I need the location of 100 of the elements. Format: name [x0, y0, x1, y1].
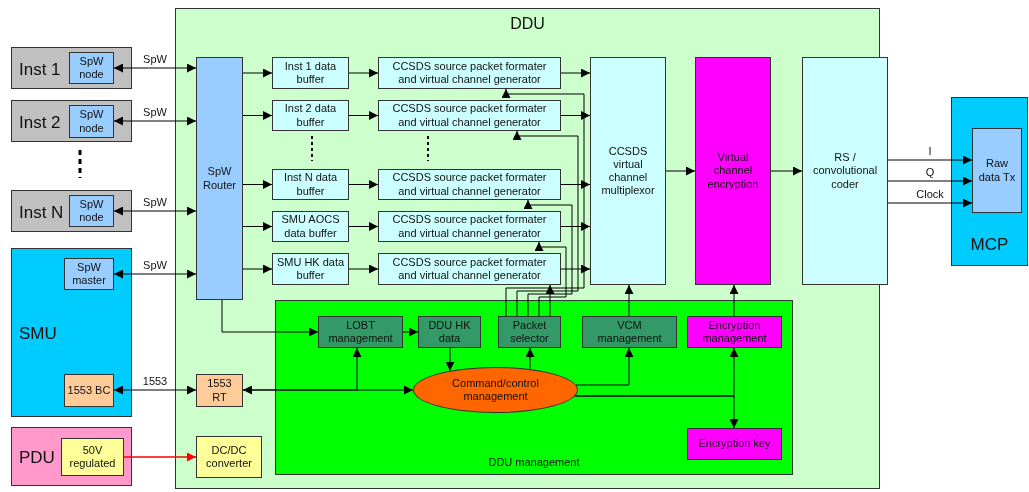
process-box — [582, 316, 677, 348]
box-label: SpW node — [78, 108, 105, 135]
process-box — [196, 374, 243, 407]
box-label: 1553 BC — [67, 383, 111, 398]
arrow — [113, 206, 197, 216]
arrow — [560, 111, 591, 120]
unit-panel — [951, 97, 1028, 266]
box-label: Encryption management — [701, 318, 768, 346]
process-box — [272, 211, 349, 242]
process-box — [69, 195, 114, 227]
arrow — [624, 284, 634, 317]
process-box — [196, 436, 262, 478]
box-label: SMU HK data buffer — [275, 255, 346, 283]
box-label: Packet selector — [509, 318, 550, 346]
process-box — [378, 100, 561, 131]
box-label: LOBT management — [327, 318, 394, 346]
box-label: MCP — [969, 233, 1010, 256]
box-label: 1553 RT — [206, 377, 233, 404]
arrow — [242, 264, 273, 274]
process-box — [196, 57, 243, 300]
arrow — [887, 176, 973, 186]
box-label: Encryption key — [698, 437, 771, 451]
process-box — [972, 128, 1022, 213]
arrow — [348, 68, 379, 78]
edge-label: SpW — [141, 196, 169, 208]
edge-label: SpW — [141, 53, 169, 65]
unit-panel — [11, 190, 132, 232]
arrow — [348, 264, 379, 274]
arrow — [534, 241, 567, 317]
arrow — [113, 116, 197, 126]
edge-label: Q — [923, 166, 937, 178]
arrow — [523, 199, 573, 317]
unit-panel — [11, 47, 132, 89]
process-box — [64, 258, 114, 290]
edge-label: I — [926, 145, 934, 157]
unit-panel — [11, 100, 132, 142]
arrow — [123, 452, 197, 462]
box-label: Inst 2 — [19, 112, 61, 134]
box-label: SpW Router — [202, 165, 237, 192]
process-box — [590, 57, 666, 285]
box-label: Inst 2 data buffer — [283, 102, 338, 129]
process-box — [378, 57, 561, 89]
box-label: SMU AOCS data buffer — [280, 213, 341, 240]
process-box — [272, 57, 349, 89]
edge-label: SpW — [141, 106, 169, 118]
box-label: PDU — [19, 447, 55, 469]
process-box — [498, 316, 561, 348]
process-box — [61, 438, 124, 476]
edge-label: SpW — [141, 259, 169, 271]
process-box — [69, 105, 114, 138]
arrow — [348, 111, 379, 120]
arrow — [665, 166, 696, 176]
edge-label: Clock — [914, 188, 946, 200]
box-label: Inst N data buffer — [282, 171, 339, 198]
process-box — [64, 374, 114, 407]
process-box — [318, 316, 403, 348]
arrow — [887, 198, 973, 208]
arrow — [348, 180, 379, 189]
box-label: CCSDS source packet formater and virtual channel generator — [391, 102, 548, 129]
arrow — [560, 180, 591, 189]
arrow — [545, 284, 555, 317]
arrow — [242, 111, 273, 120]
arrow — [113, 385, 197, 395]
box-label: SMU — [19, 323, 57, 345]
arrow — [770, 166, 803, 176]
group-panel — [275, 300, 793, 475]
arrow — [525, 347, 535, 370]
box-label: DC/DC converter — [205, 443, 253, 471]
box-label: SpW node — [78, 54, 105, 82]
arrow — [560, 68, 591, 78]
process-box — [378, 211, 561, 242]
arrow — [560, 264, 591, 274]
box-label: CCSDS source packet formater and virtual channel generator — [391, 171, 548, 198]
arrow — [445, 347, 455, 372]
arrow — [512, 130, 579, 317]
box-label: SpW node — [78, 197, 105, 225]
box-label: Inst N — [19, 202, 64, 224]
arrow — [113, 63, 197, 73]
arrow — [402, 327, 419, 337]
box-label: Inst 1 data buffer — [283, 59, 338, 87]
process-box — [69, 52, 114, 84]
box-label: CCSDS virtual channel multiplexor — [600, 144, 656, 198]
edge-label: 1553 — [140, 375, 170, 387]
arrow — [113, 269, 197, 279]
arrow — [221, 299, 319, 337]
arrow — [242, 385, 414, 395]
arrow — [348, 222, 379, 231]
process-box — [272, 100, 349, 131]
arrow — [242, 222, 273, 231]
box-label: Inst 1 — [19, 59, 61, 81]
arrow — [574, 395, 739, 429]
unit-panel — [11, 427, 132, 486]
arrow — [242, 347, 362, 391]
box-label: Command/control management — [451, 376, 540, 404]
box-label: RS / convolutional coder — [811, 151, 879, 191]
process-box — [272, 169, 349, 200]
box-label: DDU HK data — [427, 318, 472, 346]
box-label: Virtual channel encryption — [706, 151, 760, 191]
process-box — [687, 316, 782, 348]
arrow — [575, 347, 634, 386]
